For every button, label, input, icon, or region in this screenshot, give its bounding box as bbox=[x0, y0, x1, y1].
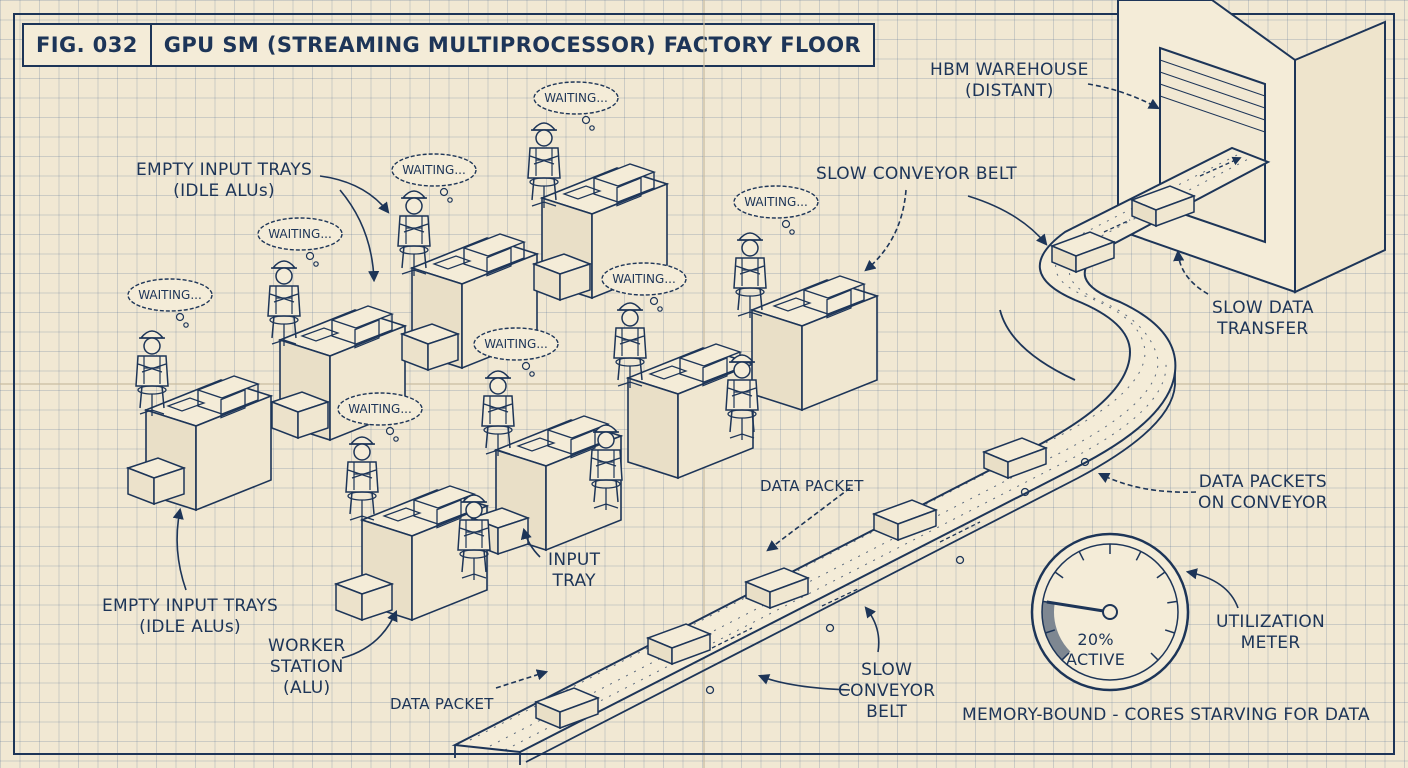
worker-3 bbox=[397, 190, 431, 277]
data-packet-label-mid: DATA PACKET bbox=[760, 477, 864, 495]
thought-text-2: WAITING... bbox=[268, 227, 332, 241]
thought-text-1: WAITING... bbox=[138, 288, 202, 302]
meter-needle bbox=[1046, 600, 1111, 614]
worker-station-8 bbox=[751, 275, 878, 411]
worker-1 bbox=[135, 330, 169, 417]
thought-text-5: WAITING... bbox=[348, 402, 412, 416]
empty-trays-label-top: EMPTY INPUT TRAYS(IDLE ALUs) bbox=[136, 160, 313, 201]
worker-8 bbox=[733, 232, 767, 319]
empty-tray-2 bbox=[271, 391, 329, 439]
annotation-arrows bbox=[172, 83, 1239, 691]
thought-text-3: WAITING... bbox=[402, 163, 466, 177]
meter-tick bbox=[1054, 571, 1064, 579]
thought-text-7: WAITING... bbox=[612, 272, 676, 286]
worker-2 bbox=[267, 260, 301, 347]
meter-tick bbox=[1045, 629, 1056, 634]
empty-tray-1 bbox=[127, 457, 185, 505]
thought-bubble-3 bbox=[391, 153, 477, 203]
meter-fill-arc bbox=[1042, 601, 1071, 661]
meter-tick bbox=[1078, 551, 1085, 561]
worker-5 bbox=[345, 436, 379, 523]
hbm-warehouse-label: HBM WAREHOUSE(DISTANT) bbox=[930, 60, 1089, 101]
worker-7 bbox=[613, 302, 647, 389]
thought-bubble-6 bbox=[473, 327, 559, 377]
empty-tray-3 bbox=[401, 323, 459, 371]
thought-text-4: WAITING... bbox=[544, 91, 608, 105]
thought-text-8: WAITING... bbox=[744, 195, 808, 209]
meter-tick bbox=[1135, 551, 1142, 561]
empty-tray-5 bbox=[335, 573, 393, 621]
thought-bubble-8 bbox=[733, 185, 819, 235]
packet-1 bbox=[535, 687, 599, 729]
data-packet-label-bottom: DATA PACKET bbox=[390, 695, 494, 713]
utilization-meter bbox=[1030, 532, 1190, 692]
meter-readout: 20% ACTIVE bbox=[1066, 630, 1125, 670]
footer-caption: MEMORY-BOUND - CORES STARVING FOR DATA bbox=[962, 705, 1370, 725]
meter-tick bbox=[1156, 571, 1166, 579]
meter-tick bbox=[1167, 600, 1178, 604]
meter-value: 20% bbox=[1077, 630, 1114, 649]
hbm-warehouse bbox=[1117, 0, 1386, 294]
thought-text-6: WAITING... bbox=[484, 337, 548, 351]
figure-title: GPU SM (STREAMING MULTIPROCESSOR) FACTOR… bbox=[163, 33, 862, 57]
conveyor-belt bbox=[451, 146, 1271, 765]
slow-conveyor-label-top: SLOW CONVEYOR BELT bbox=[816, 164, 1017, 184]
meter-status: ACTIVE bbox=[1066, 650, 1126, 669]
thought-bubble-1 bbox=[127, 278, 213, 328]
thought-bubble-5 bbox=[337, 392, 423, 442]
figure-number: FIG. 032 bbox=[36, 33, 138, 57]
empty-tray-4 bbox=[533, 253, 591, 301]
figure-title-box: FIG. 032 GPU SM (STREAMING MULTIPROCESSO… bbox=[22, 23, 876, 67]
worker-4 bbox=[527, 122, 561, 209]
meter-tick bbox=[1150, 652, 1159, 661]
thought-bubble-7 bbox=[601, 262, 687, 312]
meter-tick bbox=[1061, 652, 1070, 661]
thought-bubble-2 bbox=[257, 217, 343, 267]
empty-trays-label-bottom: EMPTY INPUT TRAYS(IDLE ALUs) bbox=[102, 596, 279, 637]
meter-tick bbox=[1164, 629, 1175, 634]
